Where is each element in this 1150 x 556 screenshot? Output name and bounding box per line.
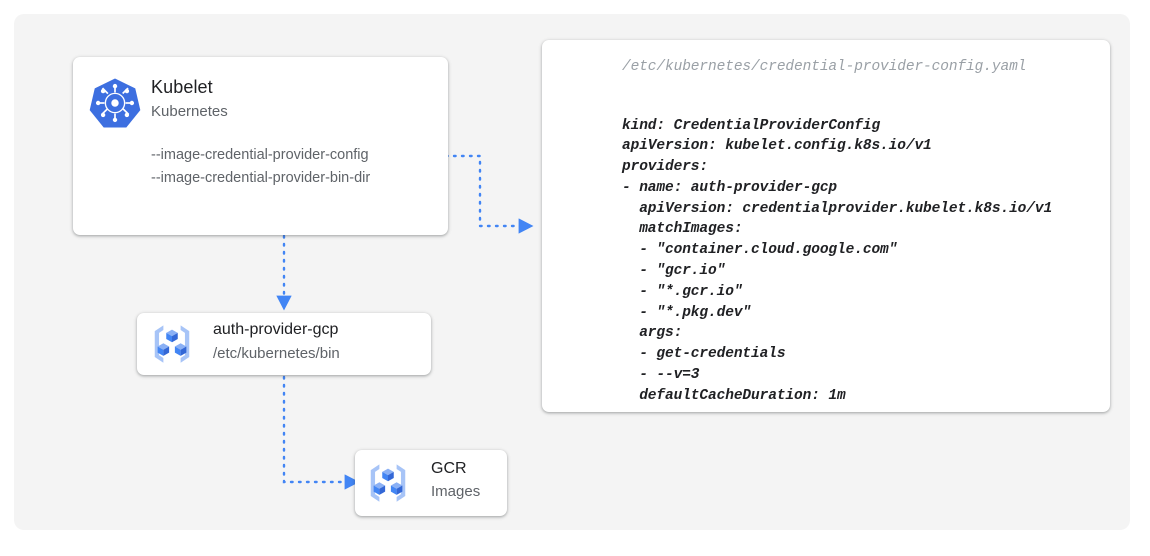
- gcr-card-subtitle: Images: [431, 483, 481, 500]
- container-registry-icon: [370, 464, 406, 502]
- kubelet-flag-config: --image-credential-provider-config: [151, 147, 369, 163]
- auth-provider-card-title: auth-provider-gcp: [213, 321, 339, 338]
- auth-provider-gcp-card[interactable]: auth-provider-gcp /etc/kubernetes/bin: [137, 313, 431, 375]
- config-yaml-content: kind: CredentialProviderConfig apiVersio…: [622, 117, 1053, 404]
- kubernetes-icon: [89, 78, 141, 128]
- kubelet-card-flags: --image-credential-provider-config --ima…: [151, 144, 370, 190]
- container-registry-icon: [154, 325, 190, 363]
- config-file-path: /etc/kubernetes/credential-provider-conf…: [622, 59, 1027, 75]
- credential-provider-config-card[interactable]: /etc/kubernetes/credential-provider-conf…: [542, 40, 1110, 412]
- kubelet-card-subtitle: Kubernetes: [151, 103, 228, 120]
- gcr-card[interactable]: GCR Images: [355, 450, 507, 516]
- gcr-card-title: GCR: [431, 460, 467, 477]
- auth-provider-card-subtitle: /etc/kubernetes/bin: [213, 345, 340, 362]
- kubelet-card[interactable]: Kubelet Kubernetes --image-credential-pr…: [73, 57, 448, 235]
- kubelet-card-title: Kubelet: [151, 77, 213, 97]
- kubelet-flag-bin-dir: --image-credential-provider-bin-dir: [151, 170, 371, 186]
